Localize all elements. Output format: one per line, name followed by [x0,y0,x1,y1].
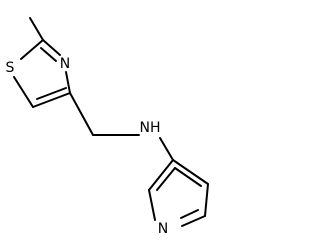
thiazole-bond-c5-c4-inner [36,87,67,100]
pyridine-bond-c4-c5 [204,183,209,217]
pyridine-bond-c2-c3 [148,159,174,191]
pyridine-bond-c3-c4-inner [174,167,202,187]
ring-to-ch2-bond [69,92,94,136]
pyridine-bond-c5-c6 [181,215,206,227]
pyridine-bond-c3-c4 [172,159,209,185]
thiazole-bond-c2-s [20,39,44,60]
nh-to-pyridine-bond [159,137,174,161]
thiazole-nitrogen-label: N [60,56,70,72]
methyl-bond [29,17,44,41]
sulfur-atom-label: S [6,60,15,76]
amine-nh-label: NH [140,120,161,136]
pyridine-bond-c5-c6-inner [180,209,199,219]
thiazole-bond-n3-c2 [42,39,61,56]
thiazole-bond-s-c5 [13,76,34,108]
thiazole-bond-c4-n3 [65,71,71,94]
pyridine-bond-c2-c3-inner [156,167,176,191]
thiazole-bond-n3-c2-inner [40,47,57,62]
pyridine-nitrogen-label: N [158,221,168,237]
thiazole-bond-c5-c4 [32,92,71,108]
molecule-structure: S N NH N [6,17,209,237]
pyridine-bond-n-c2 [148,189,156,221]
